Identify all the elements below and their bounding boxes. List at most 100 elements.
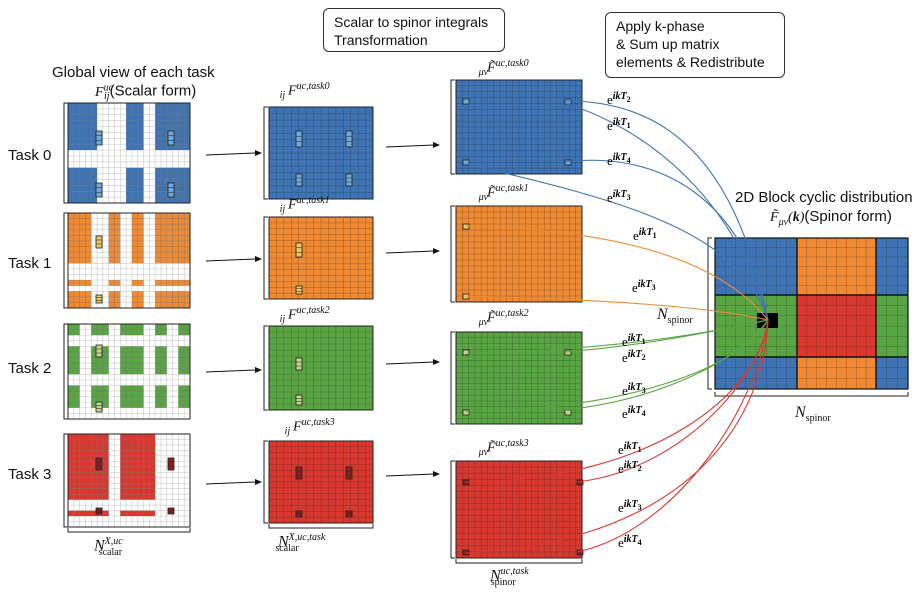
mid-marker <box>295 130 303 148</box>
N-spinor-v-label: Nspinor <box>657 306 693 327</box>
mid-marker <box>345 510 353 518</box>
task-label-0: Task 0 <box>8 147 52 164</box>
global-marker <box>95 401 103 413</box>
transform-box: Scalar to spinor integrals Transformatio… <box>323 8 505 52</box>
global-F-label: Fucij(Scalar form) <box>95 82 197 103</box>
arrow-a1-head <box>255 256 262 262</box>
global-task1-stripe <box>68 285 190 292</box>
global-marker <box>95 235 103 249</box>
global-task2-bracket <box>63 323 68 420</box>
Ft-task0-label: F̃uc,task0μν <box>478 58 529 79</box>
N-spinor-h-label: Nspinor <box>795 404 831 425</box>
arrow-a3 <box>205 481 257 485</box>
global-view-title: Global view of each task <box>52 64 215 81</box>
mid-task0-bracket <box>263 106 268 200</box>
mid-marker <box>295 510 303 518</box>
global-marker <box>95 294 103 304</box>
right-task1-bracket <box>450 205 455 303</box>
N-spinor-task-label: Nuc,taskspinor <box>490 566 529 588</box>
right-marker <box>462 349 470 356</box>
curve-t0-2 <box>564 102 769 321</box>
mid-marker <box>295 173 303 187</box>
phase-t0-a: eikT2 <box>607 91 631 107</box>
phase-t0-d: eikT3 <box>607 189 631 205</box>
Ft-task3-label: F̃uc,task3μν <box>478 438 529 459</box>
task-label-2: Task 2 <box>8 360 52 377</box>
arrow-a2-head <box>255 367 262 373</box>
arrow-b3-head <box>433 471 440 477</box>
right-marker <box>564 159 572 166</box>
curve-t1-2 <box>465 295 769 321</box>
mid-marker <box>345 130 353 148</box>
mid-task3-bracket <box>263 440 268 524</box>
global-task3-border <box>67 433 191 528</box>
phase-t0-b: eikT1 <box>607 117 631 133</box>
kphase-line3: elements & Redistribute <box>616 54 765 70</box>
global-task3-bracket <box>63 433 68 528</box>
right-bottom-bracket <box>455 559 583 564</box>
N-scalar-label: NX,ucscalar <box>94 536 123 558</box>
mid-bottom-bracket <box>268 524 374 529</box>
right-marker <box>564 409 572 416</box>
curve-t2-2 <box>465 319 769 355</box>
curve-t0-4 <box>465 163 769 321</box>
global-marker <box>95 457 103 471</box>
curve-t3-2 <box>465 319 769 483</box>
kphase-line2: & Sum up matrix <box>616 36 720 52</box>
arrow-b2-head <box>433 359 440 365</box>
curve-t0-3 <box>564 159 769 321</box>
mid-marker <box>345 173 353 187</box>
arrow-a3-head <box>255 479 262 485</box>
global-task0-border <box>67 102 191 204</box>
curve-t2-4 <box>465 319 769 413</box>
mid-task2-bracket <box>263 325 268 411</box>
right-marker <box>462 98 470 105</box>
global-marker <box>167 182 175 198</box>
global-task1-bracket <box>63 212 68 309</box>
phase-t3-c: eikT3 <box>618 499 642 515</box>
arrow-b1-head <box>433 248 440 254</box>
arrow-b3 <box>385 473 435 477</box>
global-marker <box>95 507 103 515</box>
global-task0-stripe <box>68 150 190 168</box>
phase-t2-a: eikT1 <box>622 333 646 349</box>
arrow-a0-head <box>255 150 262 156</box>
phase-t3-a: eikT1 <box>618 441 642 457</box>
right-marker <box>564 349 572 356</box>
right-marker <box>462 159 470 166</box>
kphase-line1: Apply k-phase <box>616 18 705 34</box>
global-marker <box>167 130 175 146</box>
curve-t0-1 <box>564 100 769 321</box>
right-task0-bracket <box>450 79 455 175</box>
phase-t1-a: eikT1 <box>633 227 657 243</box>
phase-t1-b: eikT3 <box>632 279 656 295</box>
transform-line2: Transformation <box>334 32 428 48</box>
global-bottom-bracket <box>67 528 191 533</box>
mid-task1-bracket <box>263 216 268 300</box>
curve-t2-3 <box>564 319 769 411</box>
right-task3-bracket <box>450 460 455 559</box>
right-marker <box>576 479 584 486</box>
arrow-a2 <box>205 369 257 373</box>
global-task2-border <box>67 323 191 420</box>
global-marker <box>95 130 103 146</box>
mid-marker <box>295 242 303 258</box>
dist-title: 2D Block cyclic distribution <box>735 189 913 206</box>
phase-t3-d: eikT4 <box>618 534 642 550</box>
kphase-box: Apply k-phase & Sum up matrix elements &… <box>605 12 785 78</box>
global-task1-stripe <box>68 263 190 281</box>
curve-t3-4 <box>465 319 769 554</box>
transform-line1: Scalar to spinor integrals <box>334 14 489 30</box>
scalar-form-label: (Scalar form) <box>109 82 197 100</box>
arrow-a1 <box>205 258 257 262</box>
Ft-task2-label: F̃uc,task2μν <box>478 308 529 329</box>
arrow-a0 <box>205 152 257 156</box>
right-marker <box>576 549 584 556</box>
phase-t2-d: eikT4 <box>622 405 646 421</box>
block-2-2 <box>875 356 909 390</box>
spinor-form-label: F̃μν(k)(Spinor form) <box>770 208 892 228</box>
phase-t0-c: eikT4 <box>607 152 631 168</box>
arrow-b0-head <box>433 142 440 148</box>
global-marker <box>167 507 175 515</box>
